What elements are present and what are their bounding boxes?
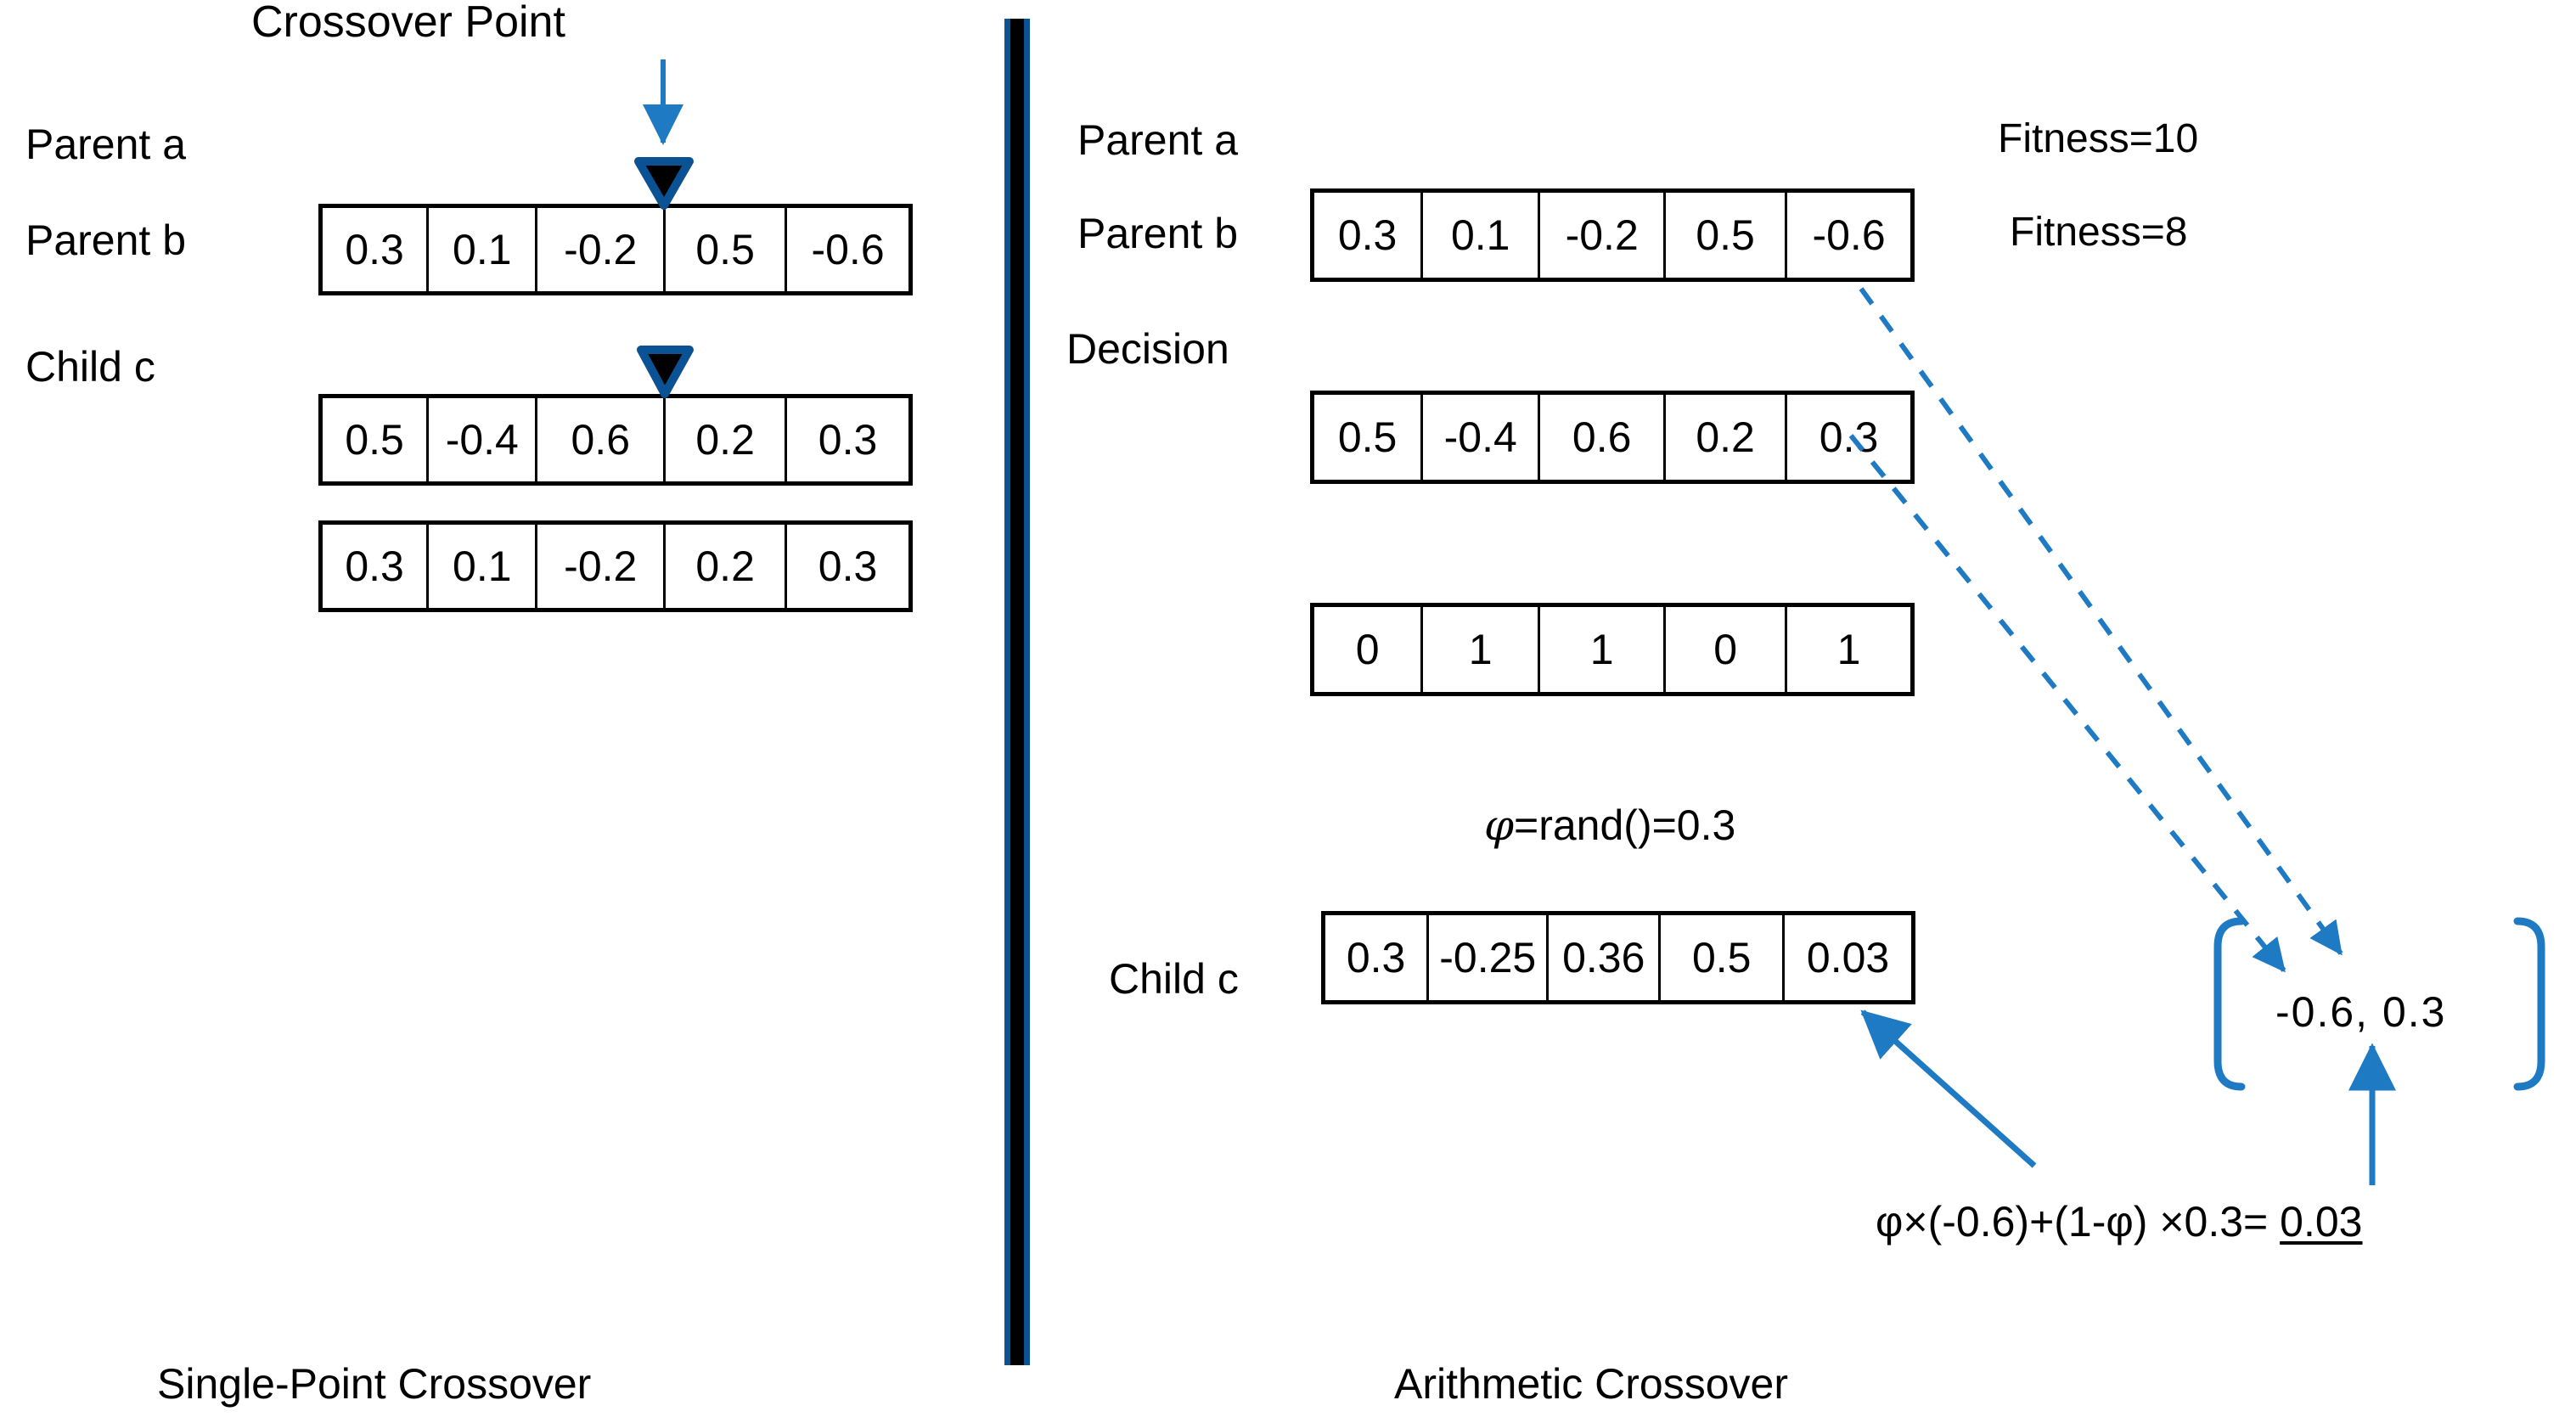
gene-cell: 0.1 <box>429 208 538 291</box>
gene-cell: 0.3 <box>787 398 908 481</box>
panel-divider <box>1004 19 1030 1365</box>
gene-cell: -0.6 <box>787 208 908 291</box>
gene-cell: 0.03 <box>1785 915 1911 1000</box>
gene-cell: 0.3 <box>323 208 430 291</box>
crossover-marker-triangle-a <box>634 157 694 210</box>
gene-cell: 0.1 <box>1423 193 1541 278</box>
crossover-marker-triangle-b <box>637 346 694 398</box>
right-chromosome-decision: 0 1 1 0 1 <box>1310 603 1915 696</box>
decision-cell: 1 <box>1423 607 1541 692</box>
left-panel-caption: Single-Point Crossover <box>157 1360 592 1408</box>
gene-cell: -0.2 <box>537 525 666 608</box>
arithmetic-formula: φ×(-0.6)+(1-φ) ×0.3= 0.03 <box>1876 1201 2362 1243</box>
gene-cell: 0.6 <box>537 398 666 481</box>
formula-main-text: φ×(-0.6)+(1-φ) ×0.3= <box>1876 1198 2281 1245</box>
left-chromosome-parent-a: 0.3 0.1 -0.2 0.5 -0.6 <box>318 204 913 295</box>
right-row-label-decision: Decision <box>1066 325 1229 373</box>
decision-cell: 1 <box>1787 607 1911 692</box>
gene-cell: -0.4 <box>429 398 538 481</box>
decision-cell: 0 <box>1314 607 1424 692</box>
right-chromosome-parent-b: 0.5 -0.4 0.6 0.2 0.3 <box>1310 391 1915 484</box>
fitness-parent-b: Fitness=8 <box>2010 210 2188 255</box>
gene-cell: -0.25 <box>1429 915 1550 1000</box>
phi-symbol: φ <box>1484 801 1515 850</box>
right-panel-caption: Arithmetic Crossover <box>1394 1360 1788 1408</box>
phi-random-expression: φ=rand()=0.3 <box>1484 804 1735 846</box>
phi-expression-text: =rand()=0.3 <box>1514 801 1736 849</box>
decision-cell: 1 <box>1540 607 1667 692</box>
selected-gene-values: -0.6, 0.3 <box>2275 988 2447 1036</box>
gene-cell: 0.5 <box>1661 915 1786 1000</box>
gene-cell: 0.3 <box>1314 193 1424 278</box>
gene-cell: 0.6 <box>1540 395 1667 480</box>
dashed-arrow-parent-b-gene <box>1848 434 2286 973</box>
gene-cell: 0.2 <box>666 398 788 481</box>
gene-cell: 0.3 <box>1787 395 1911 480</box>
gene-cell: 0.36 <box>1549 915 1662 1000</box>
gene-cell: -0.6 <box>1787 193 1911 278</box>
gene-cell: -0.2 <box>1540 193 1667 278</box>
gene-cell: -0.2 <box>537 208 666 291</box>
gene-cell: 0.2 <box>666 525 788 608</box>
left-row-label-child-c: Child c <box>25 343 155 391</box>
gene-cell: 0.5 <box>323 398 430 481</box>
right-row-label-parent-b: Parent b <box>1077 210 1239 257</box>
gene-cell: 0.2 <box>1666 395 1788 480</box>
gene-cell: 0.3 <box>1325 915 1430 1000</box>
child-c-result-arrow <box>1860 1009 2037 1168</box>
formula-result-value: 0.03 <box>2280 1198 2363 1245</box>
gene-cell: 0.1 <box>429 525 538 608</box>
right-chromosome-parent-a: 0.3 0.1 -0.2 0.5 -0.6 <box>1310 188 1915 282</box>
left-row-label-parent-b: Parent b <box>25 216 187 264</box>
right-row-label-parent-a: Parent a <box>1077 116 1239 164</box>
dashed-arrow-parent-a-gene <box>1859 287 2343 956</box>
decision-cell: 0 <box>1666 607 1788 692</box>
gene-cell: 0.3 <box>323 525 430 608</box>
bracket-right <box>2513 917 2545 1091</box>
fitness-parent-a: Fitness=10 <box>1998 116 2199 161</box>
gene-cell: 0.5 <box>1666 193 1788 278</box>
gene-cell: 0.5 <box>1314 395 1424 480</box>
right-row-label-child-c: Child c <box>1109 955 1239 1003</box>
left-row-label-parent-a: Parent a <box>25 121 187 168</box>
bracket-left <box>2213 917 2246 1091</box>
gene-cell: 0.3 <box>787 525 908 608</box>
left-chromosome-child-c: 0.3 0.1 -0.2 0.2 0.3 <box>318 520 913 612</box>
left-chromosome-parent-b: 0.5 -0.4 0.6 0.2 0.3 <box>318 394 913 486</box>
gene-cell: -0.4 <box>1423 395 1541 480</box>
gene-cell: 0.5 <box>666 208 788 291</box>
crossover-point-label: Crossover Point <box>251 0 565 47</box>
right-chromosome-child-c: 0.3 -0.25 0.36 0.5 0.03 <box>1321 911 1915 1004</box>
